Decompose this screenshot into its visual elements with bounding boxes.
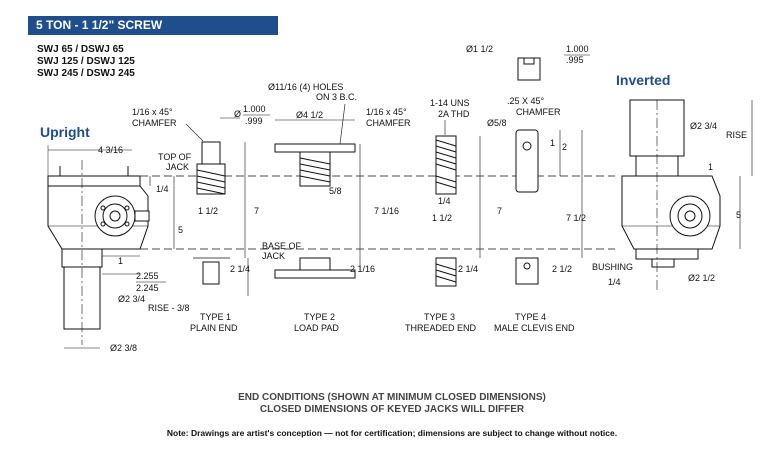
t1-len-112: 1 1/2: [198, 206, 218, 216]
dim-one: 1: [118, 256, 123, 266]
t4-two: 2: [562, 142, 567, 152]
t2-dia: Ø4 1/2: [296, 110, 323, 120]
dim-2255: 2.255: [136, 271, 159, 281]
t1-len-214: 2 1/4: [230, 264, 250, 274]
dim-dia-234: Ø2 3/4: [118, 294, 145, 304]
base-of-jack-2: JACK: [262, 251, 285, 261]
t1-chamfer-2: CHAMFER: [132, 118, 177, 128]
t4-one: 1: [550, 138, 555, 148]
inv-quarter: 1/4: [608, 277, 621, 287]
t4-chamfer-1: .25 X 45°: [507, 96, 545, 106]
dim-rise-38: RISE - 3/8: [148, 303, 190, 313]
dim-five: 5: [178, 225, 183, 235]
inv-five: 5: [736, 210, 741, 220]
model-item: SWJ 125 / DSWJ 125: [37, 56, 135, 67]
t3-len-7: 7: [497, 206, 502, 216]
t3-thread-2: 2A THD: [438, 109, 470, 119]
upright-label: Upright: [40, 124, 90, 140]
t3-label-1: TYPE 3: [424, 312, 455, 322]
caption-line-1: END CONDITIONS (SHOWN AT MINIMUM CLOSED …: [238, 392, 546, 403]
t4-label-1: TYPE 4: [515, 312, 546, 322]
t4-chamfer-2: CHAMFER: [516, 107, 561, 117]
type4-drawing: [515, 129, 539, 285]
type3-drawing: [435, 135, 457, 287]
dim-quarter: 1/4: [156, 184, 169, 194]
inverted-label: Inverted: [616, 72, 671, 88]
base-of-jack-1: BASE OF: [262, 241, 302, 251]
t2-len-2116: 2 1/16: [350, 264, 375, 274]
disclaimer-note: Note: Drawings are artist's conception —…: [166, 428, 618, 438]
top-of-jack-label-2: JACK: [166, 162, 189, 172]
dim-2245: 2.245: [136, 283, 159, 293]
svg-text:Ø: Ø: [234, 109, 241, 119]
model-item: SWJ 245 / DSWJ 245: [37, 68, 135, 79]
top-of-jack-label-1: TOP OF: [158, 152, 192, 162]
t3-chamfer-2: CHAMFER: [366, 118, 411, 128]
model-list: SWJ 65 / DSWJ 65 SWJ 125 / DSWJ 125 SWJ …: [37, 44, 135, 80]
inv-key-dia: Ø1 1/2: [466, 44, 493, 54]
dim-dia-238: Ø2 3/8: [110, 343, 137, 353]
inv-key-top: 1.000: [566, 44, 589, 54]
t1-len-7: 7: [254, 206, 259, 216]
inv-dia-234: Ø2 3/4: [690, 121, 717, 131]
upright-jack: [47, 160, 150, 345]
t3-len-112: 1 1/2: [432, 213, 452, 223]
model-item: SWJ 65 / DSWJ 65: [37, 44, 124, 55]
caption-line-2: CLOSED DIMENSIONS OF KEYED JACKS WILL DI…: [259, 404, 525, 415]
t2-len-7116: 7 1/16: [374, 206, 399, 216]
t4-len-212: 2 1/2: [552, 264, 572, 274]
t1-label-2: PLAIN END: [190, 323, 238, 333]
t2-holes-2: ON 3 B.C.: [316, 92, 357, 102]
t2-label-2: LOAD PAD: [294, 323, 339, 333]
type1-drawing: [193, 141, 230, 285]
inv-dia-212: Ø2 1/2: [688, 273, 715, 283]
t4-len-712: 7 1/2: [566, 213, 586, 223]
inv-one: 1: [708, 162, 713, 172]
t2-label-1: TYPE 2: [304, 312, 335, 322]
dim-width: 4 3/16: [98, 145, 123, 155]
t3-thread-1: 1-14 UNS: [430, 98, 470, 108]
t4-label-2: MALE CLEVIS END: [494, 323, 575, 333]
t1-chamfer-1: 1/16 x 45°: [132, 107, 173, 117]
t3-chamfer-1: 1/16 x 45°: [366, 107, 407, 117]
page-title: 5 TON - 1 1/2" SCREW: [28, 16, 278, 35]
t2-holes-1: Ø11/16 (4) HOLES: [268, 82, 343, 92]
t3-len-214: 2 1/4: [458, 264, 478, 274]
t1-dia-bottom: .999: [245, 116, 263, 126]
inv-key-bottom: .995: [566, 55, 584, 65]
type2-drawing: [274, 143, 356, 279]
inverted-jack: [517, 57, 721, 290]
inv-bushing: BUSHING: [592, 262, 633, 272]
inv-rise: RISE: [726, 130, 747, 140]
t3-label-2: THREADED END: [405, 323, 477, 333]
t4-dia-58: Ø5/8: [487, 118, 507, 128]
t3-quarter: 1/4: [438, 196, 451, 206]
t2-thick: 5/8: [329, 186, 342, 196]
t1-dia-top: 1.000: [243, 104, 266, 114]
t1-label-1: TYPE 1: [200, 312, 231, 322]
